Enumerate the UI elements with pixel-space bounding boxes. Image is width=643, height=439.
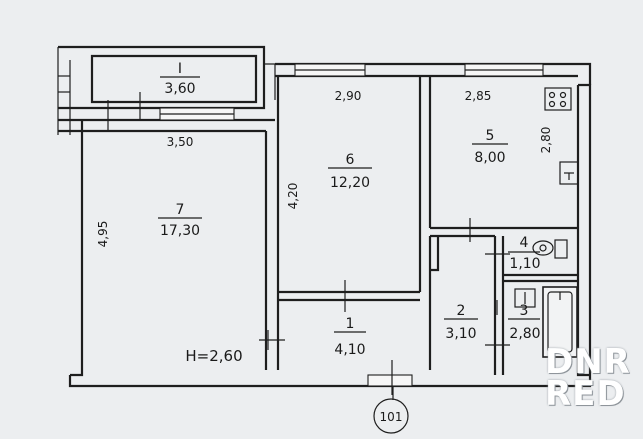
kitchen-sink-icon xyxy=(559,161,579,185)
room1-number: 1 xyxy=(346,316,355,332)
watermark-line1: DNR xyxy=(545,342,631,382)
washbasin-icon xyxy=(514,288,536,308)
apartment-number: 101 xyxy=(380,410,403,424)
room2-walls xyxy=(428,218,578,370)
room5-area: 8,00 xyxy=(474,150,505,166)
dim-room6-width: 2,90 xyxy=(335,89,362,103)
room3-area: 2,80 xyxy=(509,326,540,342)
room4-number: 4 xyxy=(520,235,529,251)
room3-number: 3 xyxy=(520,303,529,319)
dim-balcony-width: 3,50 xyxy=(167,135,194,149)
watermark-logo: DNR RED xyxy=(545,342,635,416)
dim-room6-depth: 4,20 xyxy=(286,183,300,210)
room2-area: 3,10 xyxy=(445,326,476,342)
toilet-icon xyxy=(532,239,568,259)
room6-area: 12,20 xyxy=(330,175,370,191)
room4-area: 1,10 xyxy=(509,256,540,272)
balcony-number: I xyxy=(178,61,182,77)
room6-number: 6 xyxy=(346,152,355,168)
corridor-wall xyxy=(278,280,420,312)
ceiling-height: H=2,60 xyxy=(185,347,242,365)
bath-walls xyxy=(485,236,578,375)
partition-7-6 xyxy=(259,76,285,370)
window-room6 xyxy=(294,63,366,77)
dim-room7-depth: 4,95 xyxy=(96,221,110,248)
stove-icon xyxy=(544,87,572,111)
room5-number: 5 xyxy=(486,128,495,144)
dim-room5-width: 2,85 xyxy=(465,89,492,103)
dim-room5-depth: 2,80 xyxy=(539,127,553,154)
room1-area: 4,10 xyxy=(334,342,365,358)
room7-top-wall xyxy=(58,92,275,133)
room7-number: 7 xyxy=(176,202,185,218)
apartment-number-circle xyxy=(373,398,409,434)
balcony-area: 3,60 xyxy=(164,81,195,97)
partition-6-5 xyxy=(418,76,432,292)
bathtub-icon xyxy=(542,286,578,358)
room7-area: 17,30 xyxy=(160,223,200,239)
entrance-door xyxy=(367,360,413,395)
room2-number: 2 xyxy=(457,303,466,319)
watermark-line2: RED xyxy=(545,374,626,414)
window-room5 xyxy=(464,63,544,77)
